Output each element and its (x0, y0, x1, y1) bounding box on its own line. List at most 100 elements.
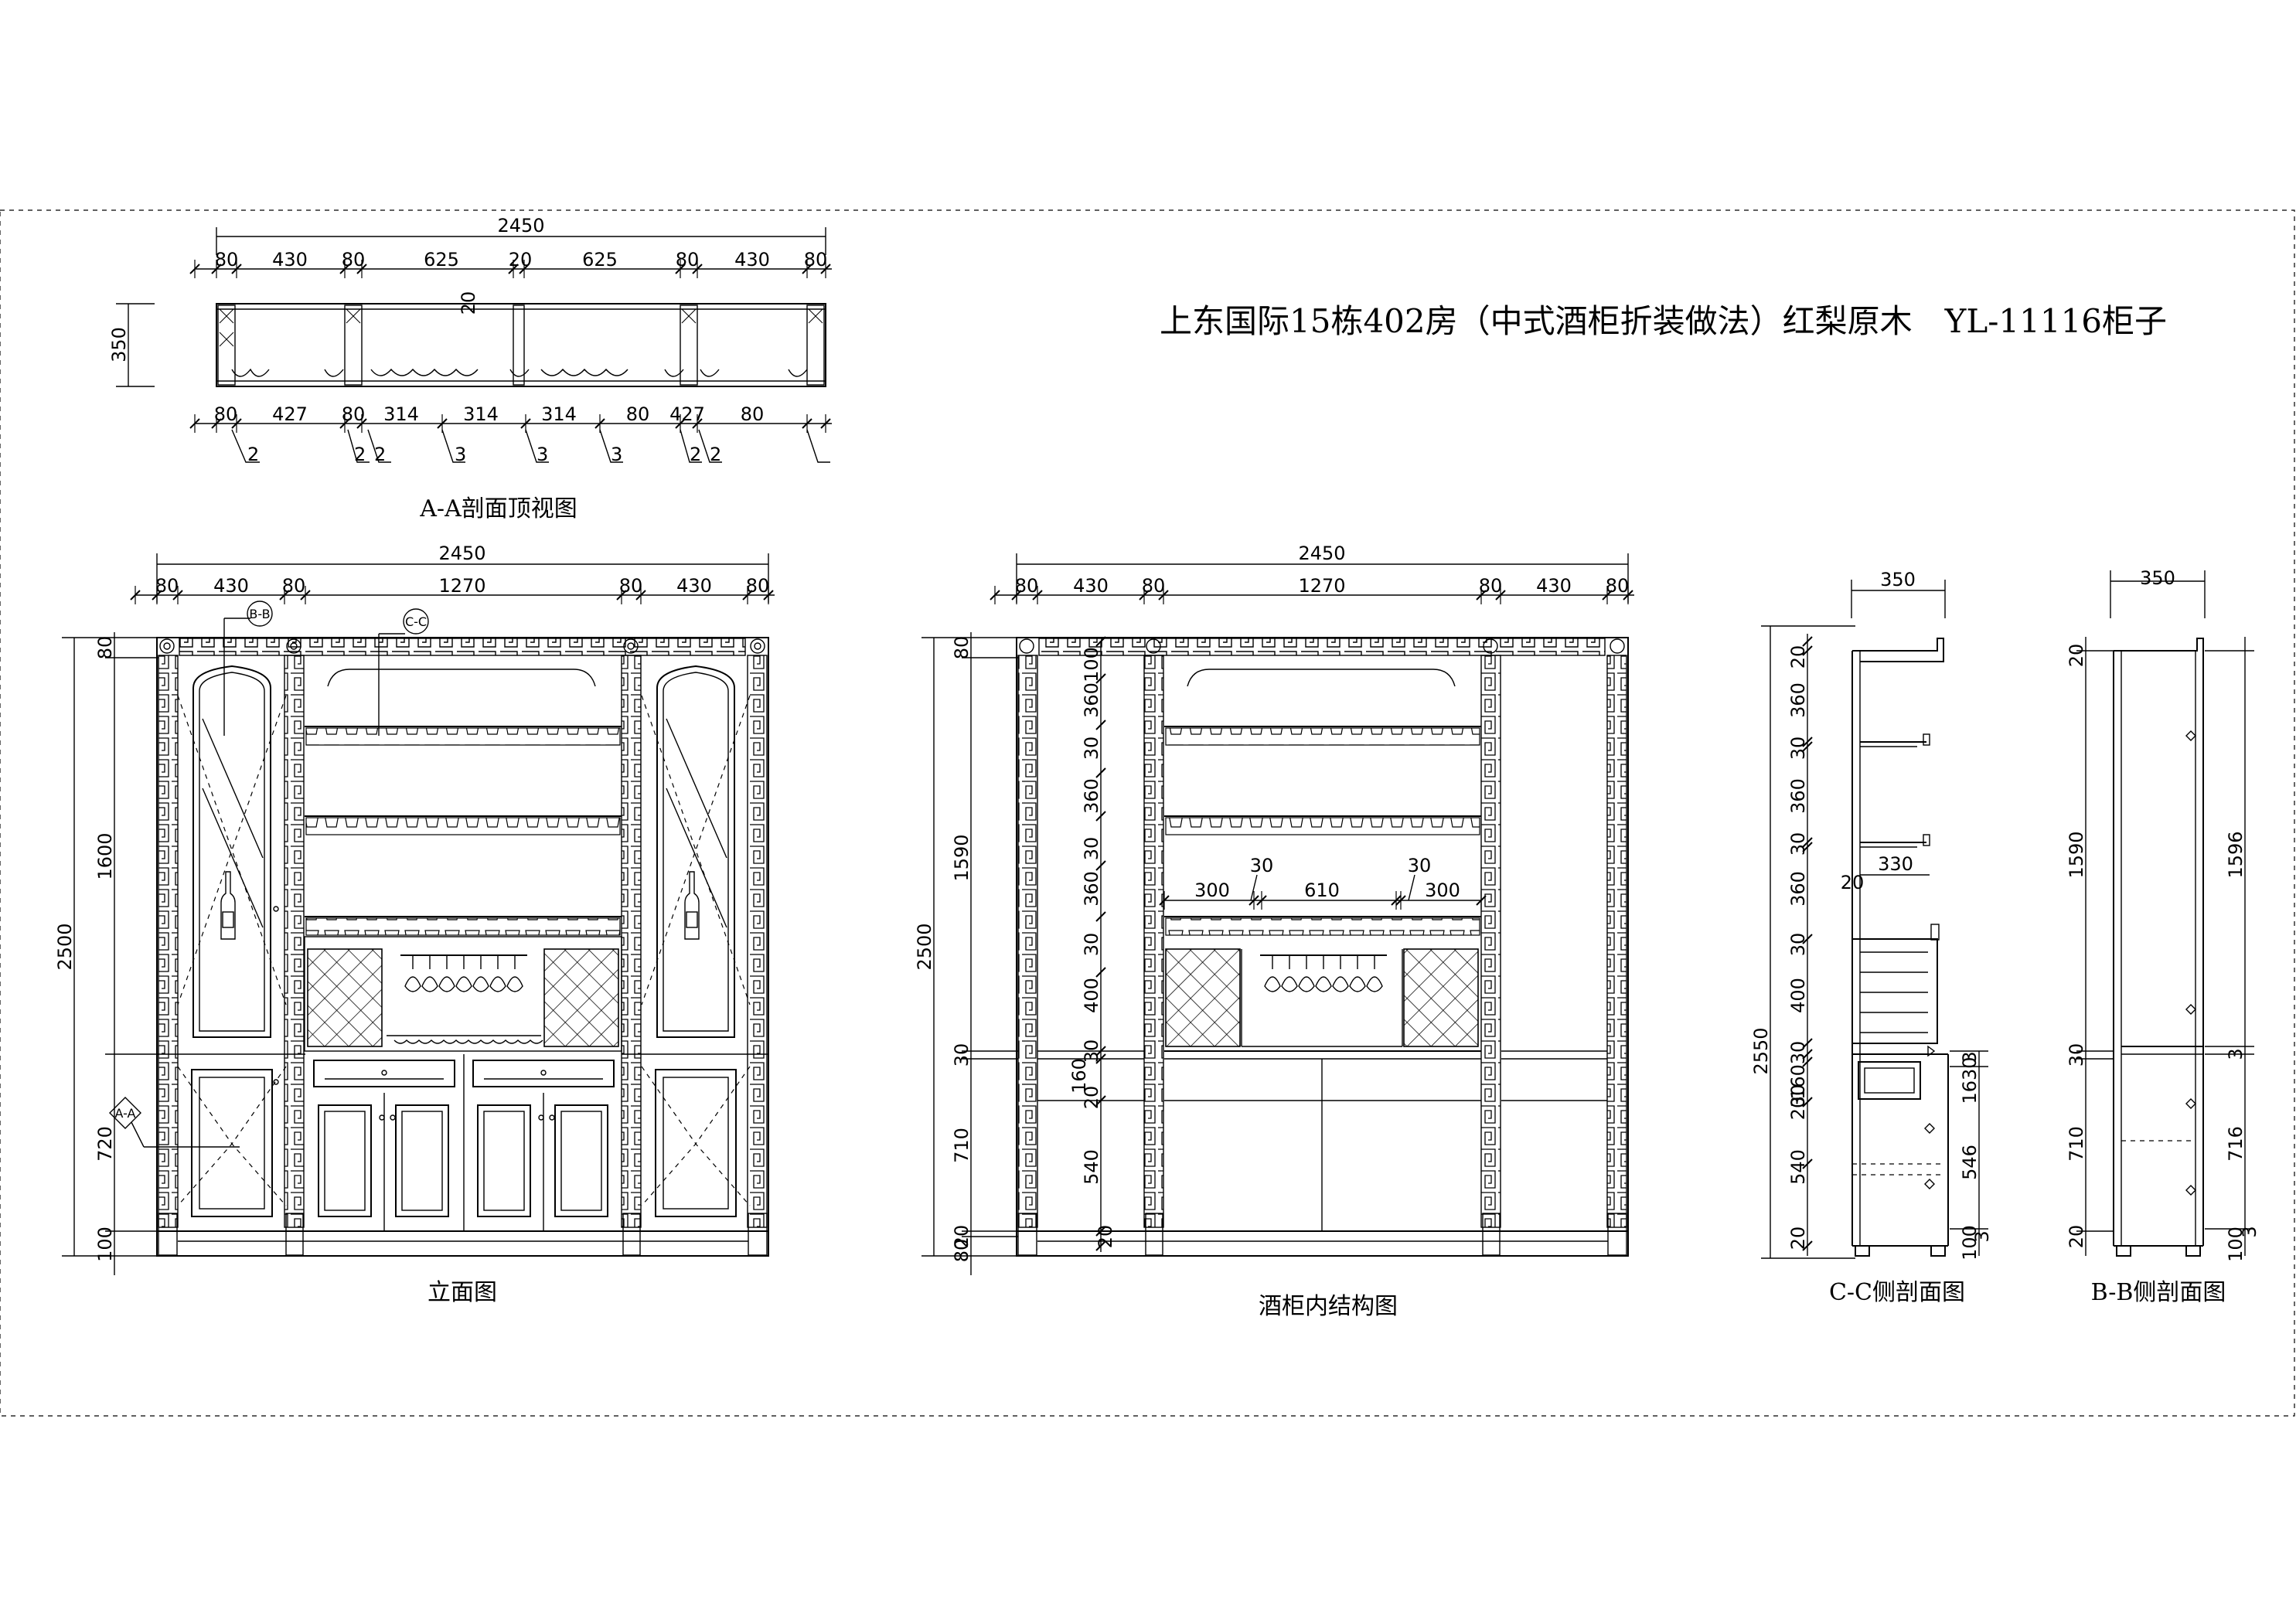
dim-elev-r3: 1270 (438, 575, 485, 597)
dim-elev-r2: 80 (282, 575, 306, 597)
dim-elev-v1: 1600 (94, 832, 116, 880)
dim-cc-v2: 30 (1787, 737, 1809, 760)
dim-cc-shelf: 330 (1878, 853, 1913, 875)
dim-inner-r4: 80 (1479, 575, 1503, 597)
dim-aa-b3: 314 (383, 403, 419, 425)
dim-inner-r2: 80 (1142, 575, 1166, 597)
marker-ba-circle (247, 601, 273, 627)
elev-left-glass-door (192, 665, 271, 1038)
dim-aa-t7: 430 (734, 249, 770, 270)
dim-bb-r1: 3 (2225, 1048, 2247, 1060)
dim-inner-r1: 430 (1073, 575, 1109, 597)
marker-aa: A-A (115, 1106, 136, 1121)
dim-cc-h: 2550 (1750, 1027, 1772, 1074)
dim-inner-v2: 30 (951, 1043, 973, 1067)
dim-cc-v6: 30 (1787, 933, 1809, 957)
dim-inner-r0: 80 (1015, 575, 1039, 597)
dim-bb-r0: 1596 (2225, 831, 2247, 878)
dim-cc-v4: 30 (1787, 832, 1809, 856)
dim-inner-r3: 1270 (1298, 575, 1345, 597)
dim-aa-s6: 2 (690, 444, 701, 465)
dim-aa-b1: 427 (272, 403, 308, 425)
dim-aa-s3: 3 (455, 444, 466, 465)
aa-plan-outline (216, 303, 826, 387)
wine-glass-icon (489, 955, 506, 992)
dim-cc-v0: 20 (1787, 645, 1809, 669)
dim-inner-height: 2500 (914, 923, 935, 970)
dim-inner-c12: 20 (1095, 1225, 1116, 1249)
dim-aa-s4: 3 (537, 444, 548, 465)
dim-cc-v8: 30 (1787, 1041, 1809, 1065)
dim-cc-v13: 20 (1787, 1227, 1809, 1250)
dim-bb-v3: 710 (2066, 1126, 2087, 1162)
dim-elev-v0: 80 (94, 636, 116, 660)
dim-cc-v10: 30 (1787, 1084, 1809, 1108)
dim-elev-r6: 80 (746, 575, 770, 597)
dim-cc-v5: 360 (1787, 871, 1809, 907)
dim-elev-r4: 80 (619, 575, 643, 597)
wine-lattice-right (543, 948, 619, 1047)
dim-bb-v1: 1590 (2066, 831, 2087, 878)
dim-inner-c6: 30 (1081, 933, 1102, 957)
wine-glass-icon (1298, 955, 1315, 992)
dim-inner-v3: 710 (951, 1128, 973, 1163)
dim-aa-t4: 20 (509, 249, 533, 270)
dim-elev-r5: 430 (676, 575, 712, 597)
wine-glass-icon (1264, 955, 1281, 992)
wine-glass-icon (1315, 955, 1332, 992)
dim-aa-t2: 80 (342, 249, 366, 270)
wine-glass-icon (1332, 955, 1349, 992)
caption-inner: 酒柜内结构图 (1259, 1293, 1398, 1320)
dim-shelf-4: 300 (1425, 880, 1460, 901)
wine-glass-icon (1281, 955, 1298, 992)
wine-glass-icon (404, 955, 421, 992)
caption-elev: 立面图 (428, 1279, 497, 1306)
dim-aa-t6: 80 (676, 249, 700, 270)
sheet-border (0, 209, 2295, 1417)
dim-inner-r6: 80 (1606, 575, 1630, 597)
dim-aa-b4: 314 (463, 403, 499, 425)
dim-aa-b5: 314 (541, 403, 577, 425)
dim-aa-b6: 80 (626, 403, 650, 425)
marker-cc: C-C (405, 614, 427, 629)
drawing-title: 上东国际15栋402房（中式酒柜折装做法）红梨原木 YL-11116柜子 (1160, 302, 2167, 340)
dim-cc-v9: 160 (1787, 1064, 1809, 1100)
dim-aa-t3: 625 (424, 249, 459, 270)
wine-glass-icon (1349, 955, 1366, 992)
wine-glass-icon (472, 955, 489, 992)
aa-posts (217, 305, 825, 386)
marker-aa-diamond (109, 1097, 141, 1129)
bb-section-view: 350 20 1590 30 710 20 1596 3 716 100 3 B… (2066, 567, 2260, 1306)
dim-aa-s2: 2 (374, 444, 386, 465)
dim-aa-s5: 3 (611, 444, 622, 465)
dim-cc-r1: 1630 (1959, 1056, 1981, 1104)
dim-aa-total: 2450 (497, 215, 544, 236)
elev-drawer-right (472, 1060, 615, 1087)
dim-aa-b8: 80 (741, 403, 765, 425)
dim-cc-gap: 20 (1841, 872, 1865, 893)
wine-lattice-left (307, 948, 383, 1047)
dim-inner-c10: 20 (1081, 1086, 1102, 1110)
caption-aa: A-A剖面顶视图 (419, 495, 577, 522)
elev-right-lower-door (655, 1069, 737, 1217)
dim-inner-c7: 400 (1081, 978, 1102, 1013)
dim-bb-r4: 3 (2239, 1226, 2260, 1237)
elevation-view: 2450 80 430 80 1270 80 430 80 2500 80 16… (54, 543, 775, 1306)
inner-wine-glass-rack (1260, 954, 1387, 992)
wine-glass-icon (506, 955, 523, 992)
dim-aa-s1: 2 (354, 444, 366, 465)
marker-cc-circle (403, 608, 429, 635)
elev-left-lower-door (191, 1069, 273, 1217)
dim-aa-t8: 80 (804, 249, 828, 270)
dim-shelf-0: 300 (1194, 880, 1230, 901)
caption-cc: C-C侧剖面图 (1829, 1279, 1965, 1306)
dim-inner-c1: 360 (1081, 682, 1102, 718)
wine-glass-icon (438, 955, 455, 992)
dim-aa-s0: 2 (247, 444, 259, 465)
dim-elev-r1: 430 (213, 575, 249, 597)
elev-cabinet-outline (156, 637, 769, 1257)
dim-aa-t0: 80 (215, 249, 239, 270)
dim-inner-c11: 540 (1081, 1149, 1102, 1185)
dim-inner-v0: 80 (951, 636, 973, 660)
